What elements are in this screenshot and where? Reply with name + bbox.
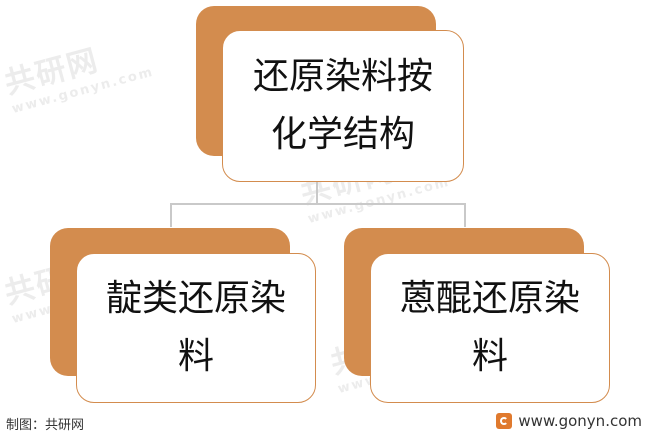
footer-credit: 制图：共研网 (6, 418, 85, 433)
connector-left-down (170, 203, 172, 227)
root-node-label: 还原染料按 化学结构 (252, 56, 433, 155)
watermark-brand: 共研网 (0, 42, 103, 102)
footer-site: www.gonyn.com (496, 412, 642, 430)
left-node-label: 靛类还原染 料 (105, 278, 286, 377)
left-node: 靛类还原染 料 (76, 253, 316, 403)
watermark-url: www.gonyn.com (10, 64, 156, 117)
right-node: 蒽醌还原染 料 (370, 253, 610, 403)
connector-root-down (316, 182, 318, 204)
watermark-logo: 共研网 www.gonyn.com (0, 22, 156, 117)
connector-horizontal (170, 203, 466, 205)
right-node-label: 蒽醌还原染 料 (399, 278, 580, 377)
footer-site-url: www.gonyn.com (518, 412, 642, 430)
root-node: 还原染料按 化学结构 (222, 30, 464, 182)
connector-right-down (464, 203, 466, 227)
brand-logo-icon (496, 413, 513, 429)
watermark-url: www.gonyn.com (306, 174, 452, 227)
